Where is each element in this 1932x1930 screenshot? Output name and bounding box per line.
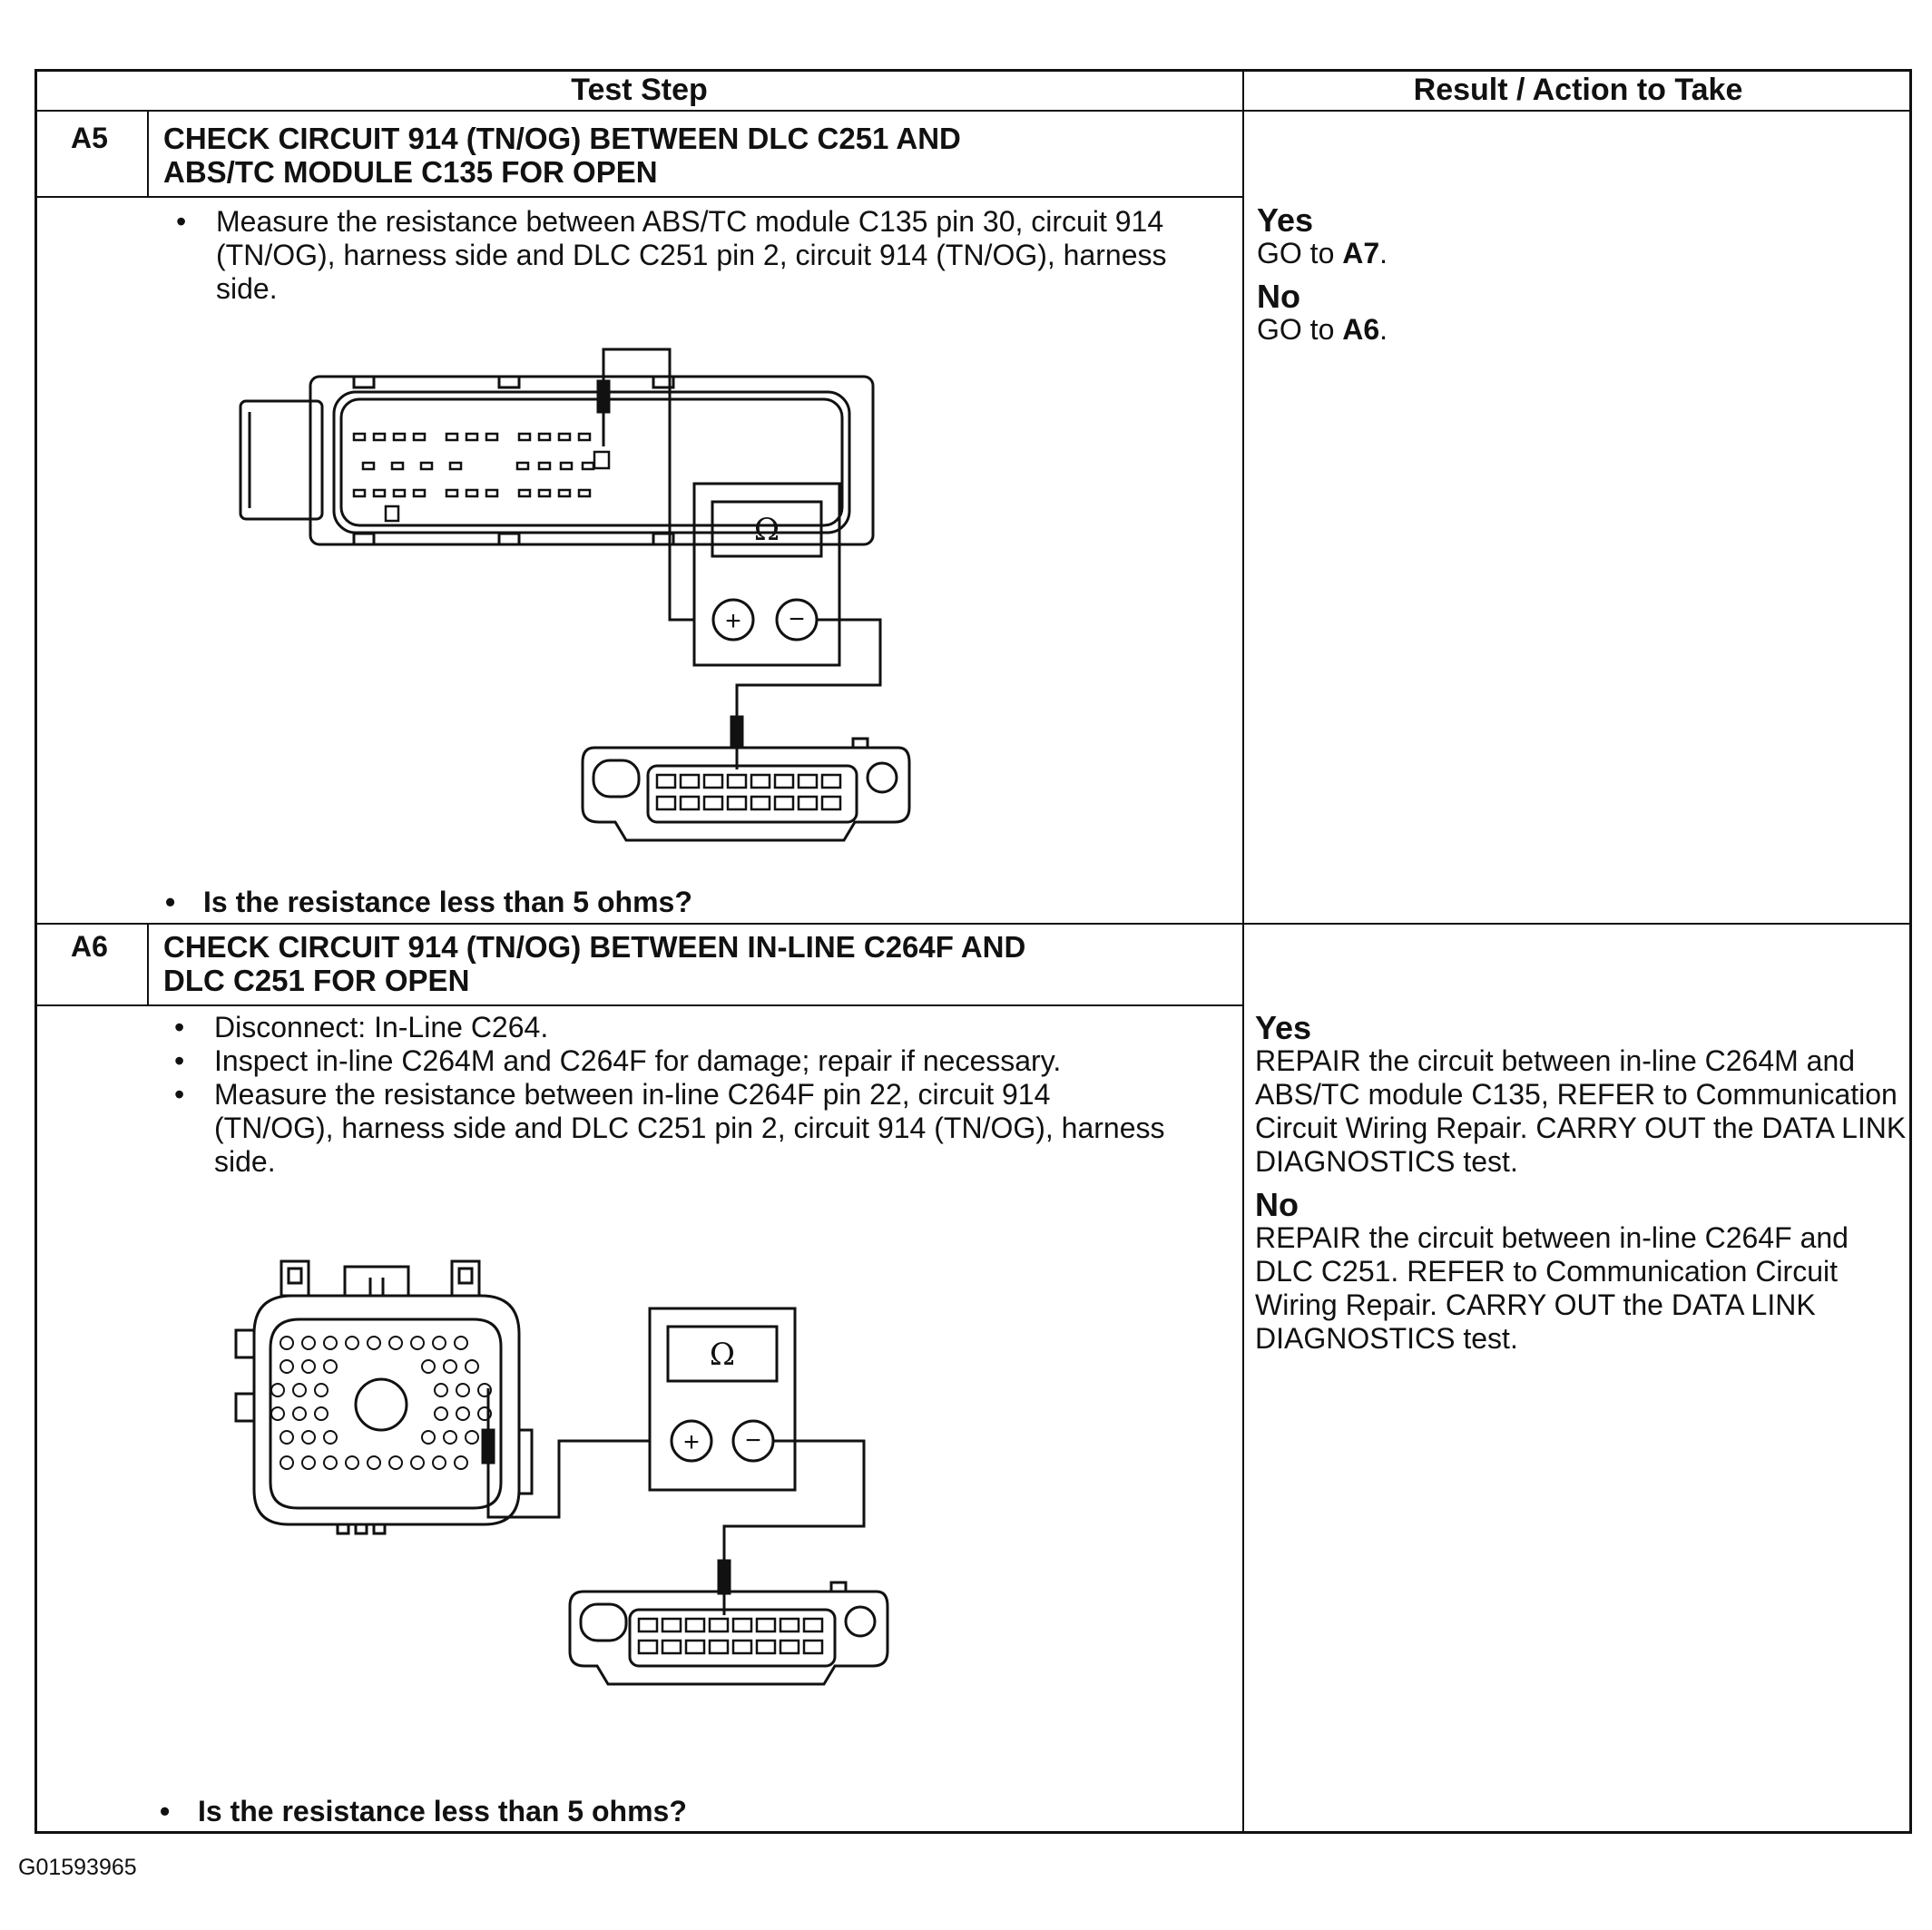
step-title: CHECK CIRCUIT 914 (TN/OG) BETWEEN IN-LIN… [163,930,1025,997]
header-result-action: Result / Action to Take [1413,73,1743,107]
test-table [34,69,1912,1834]
instruction-list: Disconnect: In-Line C264. Inspect in-lin… [160,1011,1176,1179]
instruction-item: Inspect in-line C264M and C264F for dama… [160,1044,1176,1078]
plus-terminal-label: + [683,1427,700,1457]
ohm-symbol: Ω [754,512,780,548]
no-action-text: REPAIR the circuit between in-line C264F… [1255,1221,1849,1355]
instruction-list: Measure the resistance between ABS/TC mo… [162,205,1187,306]
goto-step-link[interactable]: A7 [1342,237,1380,269]
header-test-step: Test Step [571,73,708,107]
step-title: CHECK CIRCUIT 914 (TN/OG) BETWEEN DLC C2… [163,122,961,189]
dlc-connector [581,737,911,842]
question-text: Is the resistance less than 5 ohms? [203,886,692,918]
question: • Is the resistance less than 5 ohms? [147,1795,687,1828]
test-probe [481,1388,650,1519]
a6-id-divider [147,924,149,1005]
question: • Is the resistance less than 5 ohms? [152,886,692,919]
inline-c264f-connector [234,1259,534,1535]
a6-measurement-diagram: Ω + − [234,1259,889,1686]
plus-terminal-label: + [725,606,741,636]
no-action-text: GO to [1257,313,1343,346]
step-number: A6 [71,930,108,963]
step-title-line: CHECK CIRCUIT 914 (TN/OG) BETWEEN DLC C2… [163,122,961,155]
yes-action-text: REPAIR the circuit between in-line C264M… [1255,1044,1907,1178]
a6-result: Yes REPAIR the circuit between in-line C… [1255,1011,1907,1365]
instruction-item: Measure the resistance between ABS/TC mo… [162,205,1187,306]
no-label: No [1255,1186,1299,1223]
period: . [1379,237,1388,269]
dlc-connector [568,1581,889,1686]
no-label: No [1257,278,1300,315]
abs-tc-module-connector [239,375,875,546]
connector-pins [270,1336,492,1470]
yes-label: Yes [1257,201,1314,239]
a5-title-divider [36,196,1243,198]
a5-result: Yes GO to A7. No GO to A6. [1257,203,1892,356]
ohm-symbol: Ω [710,1337,735,1373]
bullet-glyph: • [160,1795,171,1827]
instruction-item: Disconnect: In-Line C264. [160,1011,1176,1044]
minus-terminal-label: − [745,1425,761,1455]
instruction-item: Measure the resistance between in-line C… [160,1078,1176,1179]
no-action: GO to A6. [1257,313,1892,347]
a5-id-divider [147,111,149,197]
bullet-glyph: • [165,886,176,918]
step-number: A5 [71,122,108,154]
figure-id: G01593965 [18,1855,137,1880]
a5-a6-divider [36,923,1911,925]
step-title-line: DLC C251 FOR OPEN [163,964,470,997]
test-probe [596,348,694,622]
header-divider [36,110,1911,112]
minus-terminal-label: − [789,604,805,634]
period: . [1379,313,1388,346]
step-title-line: ABS/TC MODULE C135 FOR OPEN [163,155,658,189]
yes-action-text: GO to [1257,237,1343,269]
ohmmeter: Ω + − [692,482,882,769]
connector-pins [352,432,611,523]
a6-title-divider [36,1004,1243,1006]
yes-label: Yes [1255,1009,1312,1046]
question-text: Is the resistance less than 5 ohms? [198,1795,687,1827]
yes-action: GO to A7. [1257,237,1892,270]
column-divider [1242,71,1244,1833]
a5-measurement-diagram: Ω + − [239,348,911,842]
step-title-line: CHECK CIRCUIT 914 (TN/OG) BETWEEN IN-LIN… [163,930,1026,964]
ohmmeter: Ω + − [648,1307,866,1615]
goto-step-link[interactable]: A6 [1342,313,1380,346]
